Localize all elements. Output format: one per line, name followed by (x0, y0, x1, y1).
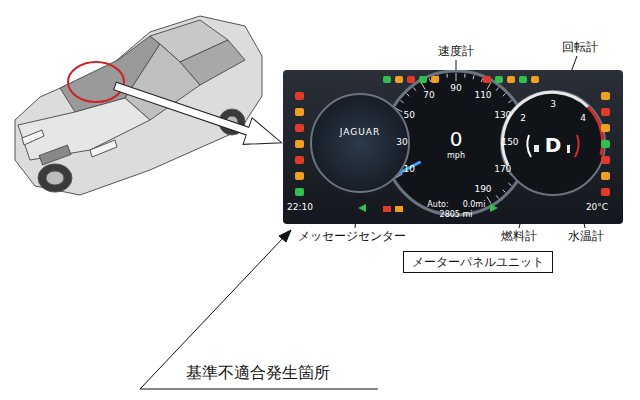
gauge-text: 2 (520, 114, 526, 124)
meter-panel: JAGUAR 22:10 10 30 50 70 90 110130 150 170190 0 mph… (283, 70, 623, 224)
gauge-text: 90 (450, 84, 461, 94)
highlight-circle (68, 62, 124, 102)
gauge-text: 4 (580, 114, 586, 124)
callout-label: 燃料計 (501, 229, 537, 243)
gauge-text: D (545, 134, 562, 156)
gauge-text: 22:10 (287, 203, 313, 213)
car-illustration (15, 16, 262, 195)
gauge-text: 10 (404, 165, 415, 175)
callout-label: 水温計 (568, 229, 604, 243)
message-center: JAGUAR (310, 93, 410, 193)
gauge-text: 190 (474, 185, 491, 195)
gauge-text: 20°C (586, 203, 608, 213)
gauge-text: 110 (474, 91, 491, 101)
gauge-text: 170 (494, 165, 511, 175)
gauge-text: 150 (501, 138, 518, 148)
gauge-text: 2805 mi (440, 211, 473, 220)
gauge-text: 70 (423, 91, 434, 101)
callout-label: 基準不適合発生箇所 (186, 363, 330, 382)
unit-name-box: メーターパネルユニット (403, 251, 553, 273)
gauge-text: 30 (396, 138, 407, 148)
gauge-text: 0.0mi (463, 201, 486, 210)
unit-name: メーターパネルユニット (412, 255, 544, 269)
callout-label: 速度計 (438, 44, 474, 58)
brand-logo-text: JAGUAR (340, 128, 380, 138)
gauge-text: 50 (404, 111, 415, 121)
gauge-text: Auto: (427, 201, 448, 210)
gauge-text: mph (447, 152, 465, 161)
gauge-text: 0 (450, 128, 463, 150)
gauge-text: 130 (494, 111, 511, 121)
gauge-text: 3 (550, 100, 556, 110)
callout-label: メッセージセンター (298, 229, 406, 243)
callout-label: 回転計 (562, 40, 598, 54)
pointer-arrow (110, 73, 286, 156)
